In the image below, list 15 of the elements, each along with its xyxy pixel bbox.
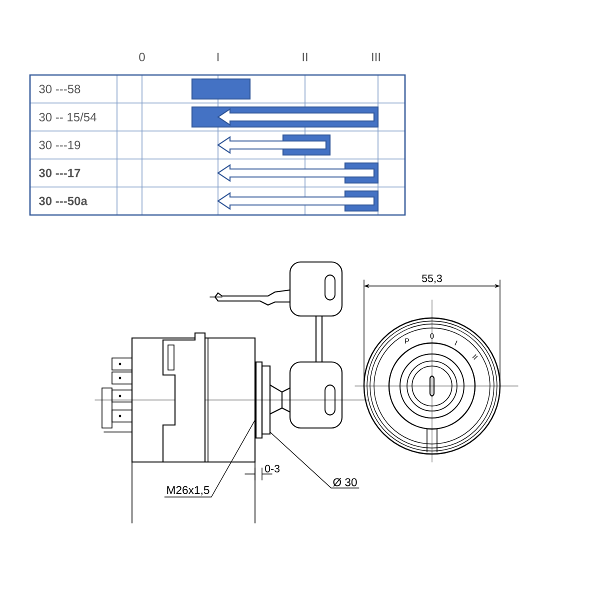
row-label: 30 ---58 [39,84,80,94]
row-label: 30 ---19 [39,140,80,150]
row-label: 30 ---50a [38,196,88,206]
row-label: 30 ---17 [38,168,80,178]
dimension-label: 55,3 [422,274,442,284]
column-header: II [302,52,308,62]
leader-line [270,432,360,488]
dimension-label: 0-3 [265,464,280,472]
callout-label: Ø 30 [333,478,357,486]
column-header: III [372,52,380,62]
column-header: 0 [139,52,145,62]
row-label: 30 -- 15/54 [39,112,96,122]
column-header: I [217,52,219,62]
leader-line [164,420,256,498]
callout-label: M26x1,5 [167,486,210,496]
